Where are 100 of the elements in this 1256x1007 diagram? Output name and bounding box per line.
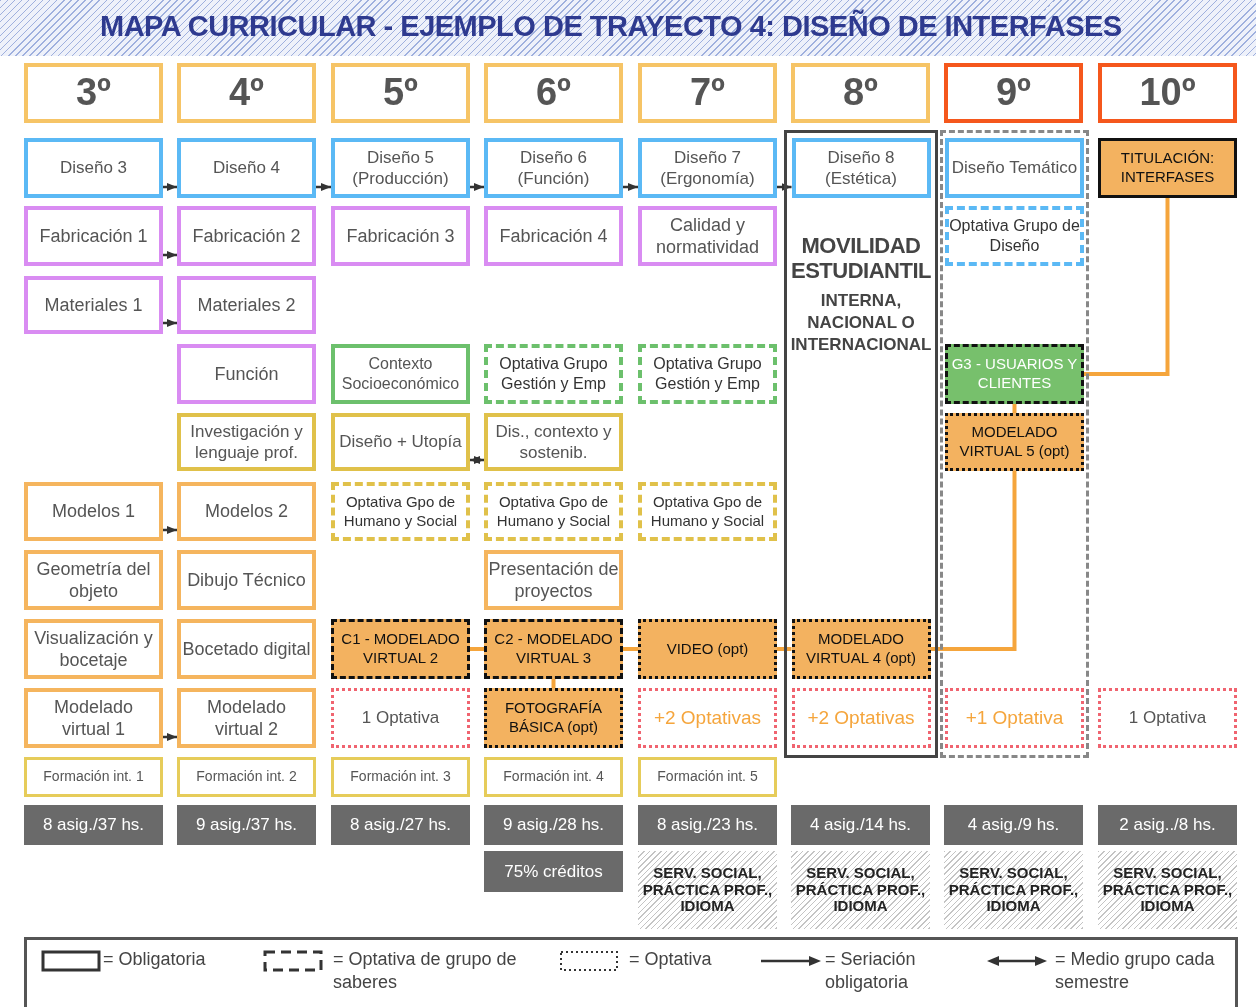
course-box	[177, 619, 316, 679]
course-box	[638, 757, 777, 797]
summary-text: 4 asig./9 hs.	[967, 814, 1060, 836]
connector-line	[623, 647, 638, 651]
requirement-box	[944, 851, 1083, 929]
mobility-column	[784, 130, 938, 758]
summary-box	[1098, 805, 1237, 845]
course-name: Optativa Grupo Gestión y Emp	[652, 354, 763, 394]
semester-header	[331, 63, 470, 123]
course-box	[331, 413, 470, 471]
semester-header	[791, 63, 930, 123]
course-box	[484, 206, 623, 266]
course-box	[24, 206, 163, 266]
course-name: Formación int. 3	[350, 768, 451, 786]
course-name: Dis., contexto y sostenib.	[494, 420, 613, 464]
semester-number: 5º	[383, 70, 418, 116]
course-name: Optativa Grupo Gestión y Emp	[498, 354, 609, 394]
summary-box	[484, 851, 623, 892]
course-box	[177, 757, 316, 797]
course-name: 1 Optativa	[361, 707, 440, 729]
course-name: Diseño Temático	[951, 157, 1078, 179]
course-box	[638, 619, 777, 679]
semester-number: 4º	[229, 70, 264, 116]
course-name: Diseño 8 (Estética)	[824, 146, 898, 190]
arrow	[316, 183, 331, 191]
summary-text: 8 asig./23 hs.	[656, 814, 759, 836]
course-name: Dibujo Técnico	[187, 568, 306, 592]
course-name: Formación int. 5	[657, 768, 758, 786]
course-name: Investigación y lenguaje prof.	[189, 420, 304, 464]
summary-text: 9 asig./37 hs.	[195, 814, 298, 836]
arrow	[163, 183, 177, 191]
course-name: Materiales 2	[197, 293, 296, 317]
course-name: Modelado virtual 2	[205, 695, 288, 741]
requirement-box	[1098, 851, 1237, 929]
semester-number: 3º	[76, 70, 111, 116]
course-box	[177, 138, 316, 198]
course-name: G3 - USUARIOS Y CLIENTES	[950, 355, 1079, 393]
mobility-title: MOVILIDAD ESTUDIANTIL	[790, 233, 932, 284]
course-name: Fabricación 3	[346, 224, 455, 248]
course-name: Diseño 7 (Ergonomía)	[659, 146, 756, 190]
course-name: Materiales 1	[44, 293, 143, 317]
course-box	[484, 688, 623, 748]
course-name: Calidad y normatividad	[654, 213, 761, 259]
course-box	[791, 138, 931, 198]
double-arrow	[470, 456, 484, 464]
semester-header	[24, 63, 163, 123]
connector-line	[1012, 404, 1017, 413]
course-box	[177, 688, 316, 748]
connector-line	[930, 471, 1017, 651]
course-box	[1098, 138, 1237, 198]
course-name: Fabricación 2	[192, 224, 301, 248]
course-box	[177, 413, 316, 471]
arrow	[777, 183, 792, 191]
semester-number: 8º	[843, 70, 878, 116]
course-box	[638, 344, 777, 404]
semester-number: 6º	[536, 70, 571, 116]
course-name: Función	[214, 362, 279, 386]
arrow	[163, 319, 177, 327]
arrow	[163, 526, 177, 534]
connector-line	[551, 679, 556, 688]
course-name: Optativa Gpo de Humano y Social	[495, 492, 612, 531]
course-name: Presentación de proyectos	[488, 557, 619, 603]
course-box	[484, 550, 623, 610]
course-box	[24, 276, 163, 334]
course-name: C1 - MODELADO VIRTUAL 2	[340, 630, 461, 668]
course-name: 1 Optativa	[1128, 707, 1207, 729]
course-box	[24, 550, 163, 610]
course-name: Modelos 1	[51, 500, 136, 523]
course-name: MODELADO VIRTUAL 5 (opt)	[958, 423, 1071, 461]
semester-number: 9º	[996, 70, 1031, 116]
course-box	[331, 482, 470, 541]
semester-header	[484, 63, 623, 123]
course-box	[177, 482, 316, 541]
course-name: Bocetado digital	[182, 637, 311, 661]
course-name: Formación int. 1	[43, 768, 144, 786]
course-name: +1 Optativa	[965, 706, 1064, 730]
course-name: C2 - MODELADO VIRTUAL 3	[493, 630, 614, 668]
course-box	[1098, 688, 1237, 748]
course-box	[638, 138, 777, 198]
course-box	[24, 688, 163, 748]
course-name: Optativa Gpo de Humano y Social	[649, 492, 766, 531]
course-name: Diseño 6 (Función)	[516, 146, 591, 190]
course-name: +2 Optativas	[653, 706, 762, 730]
semester-header	[177, 63, 316, 123]
course-box	[177, 550, 316, 610]
requirement-text: SERV. SOCIAL, PRÁCTICA PROF., IDIOMA	[794, 865, 927, 915]
course-box	[24, 757, 163, 797]
course-box	[331, 688, 470, 748]
course-box	[177, 276, 316, 334]
course-box	[331, 619, 470, 679]
course-name: Diseño + Utopía	[339, 431, 462, 453]
course-box	[945, 206, 1084, 266]
course-name: Modelos 2	[204, 500, 289, 523]
course-name: Diseño 4	[212, 157, 281, 179]
requirement-text: SERV. SOCIAL, PRÁCTICA PROF., IDIOMA	[947, 865, 1080, 915]
semester-header	[1098, 63, 1237, 123]
course-name: Diseño 5 (Producción)	[351, 146, 450, 190]
requirement-box	[791, 851, 930, 929]
course-box	[484, 482, 623, 541]
course-name: MODELADO VIRTUAL 4 (opt)	[804, 630, 917, 668]
